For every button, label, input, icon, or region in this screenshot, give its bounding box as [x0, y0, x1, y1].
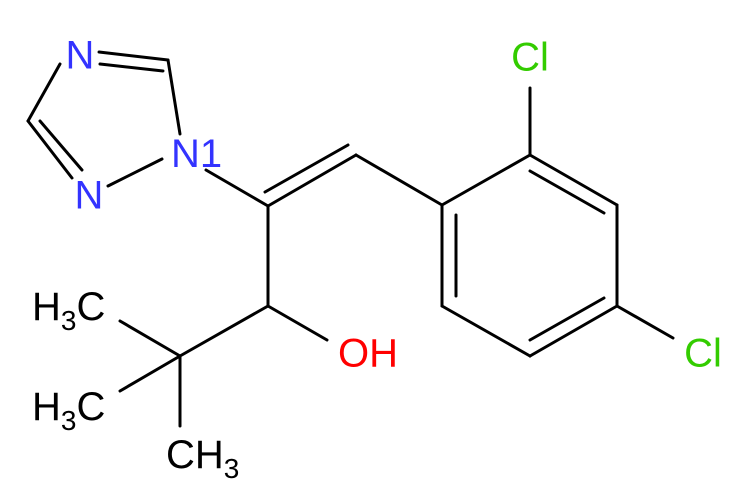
- bond-ar5-ar6: [440, 304, 532, 358]
- bond-c2-c1-inner: [263, 143, 350, 194]
- methyl-b-subscript: 3: [61, 405, 77, 436]
- atom-n1-symbol: N: [171, 132, 200, 176]
- methyl-label-a: H3C: [32, 285, 105, 336]
- methyl-c-h: H: [195, 433, 224, 477]
- methyl-b-h: H: [32, 385, 61, 429]
- atom-n1: N1: [171, 132, 222, 176]
- bond-c3-n4: [26, 62, 62, 123]
- bond-c5-n1: [166, 58, 182, 136]
- methyl-b-c: C: [76, 385, 105, 429]
- bond-n4-c5: [97, 50, 170, 62]
- bond-ar2-ar3: [528, 153, 619, 207]
- methyl-a-h: H: [32, 285, 61, 329]
- atom-cl-ortho: Cl: [511, 36, 549, 80]
- bond-ar1-ar2: [440, 153, 532, 207]
- methyl-a-c: C: [76, 285, 105, 329]
- bond-n2-c3: [26, 119, 74, 180]
- atom-n2: N: [75, 174, 104, 218]
- bond-cq-me1: [118, 319, 182, 358]
- bond-ar4-ar5: [528, 304, 619, 358]
- atom-oh: OH: [338, 332, 398, 376]
- methyl-c-c: C: [166, 433, 195, 477]
- methyl-c-subscript: 3: [224, 453, 240, 484]
- atom-n4: N: [66, 34, 95, 78]
- bond-c3-oh: [266, 304, 329, 342]
- bond-n1-n2: [106, 157, 164, 188]
- bond-n2-c3-inner: [38, 119, 84, 172]
- atom-n1-locant: 1: [200, 132, 222, 176]
- methyl-label-c: CH3: [166, 433, 239, 484]
- methyl-a-subscript: 3: [61, 305, 77, 336]
- bond-ar4-ar5-inner: [528, 296, 606, 342]
- bond-c3-cq: [178, 304, 270, 358]
- bond-ar4-cl: [615, 304, 675, 340]
- bond-n4-c5-inner: [98, 62, 165, 73]
- bond-cq-me2: [118, 354, 182, 393]
- bond-n1-c2: [204, 168, 270, 208]
- bond-c2-c1: [266, 153, 358, 208]
- atom-labels: N N N1 Cl Cl OH H3C H3C CH3: [32, 34, 722, 484]
- methyl-label-b: H3C: [32, 385, 105, 436]
- bond-ar2-ar3-inner: [528, 169, 606, 215]
- atom-cl-para: Cl: [684, 332, 722, 376]
- bond-c1-ar: [354, 153, 444, 207]
- bonds: [26, 50, 675, 428]
